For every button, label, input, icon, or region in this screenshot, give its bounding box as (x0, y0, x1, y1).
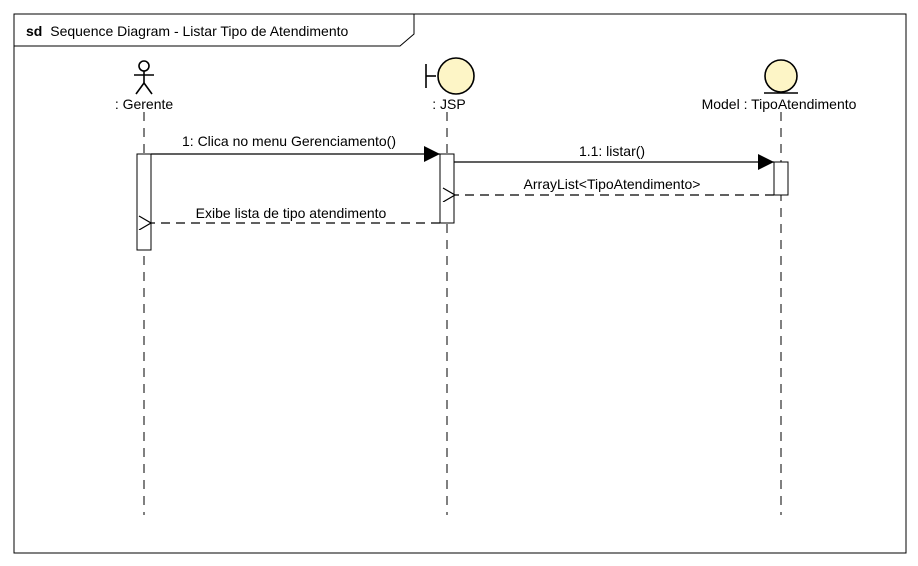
entity-icon (764, 59, 798, 94)
frame-title: sd Sequence Diagram - Listar Tipo de Ate… (26, 23, 349, 39)
message-label-2: 1.1: listar() (579, 143, 645, 159)
message-label-3: ArrayList<TipoAtendimento> (524, 176, 701, 192)
frame-border (13, 13, 907, 554)
message-label-1: 1: Clica no menu Gerenciamento() (182, 133, 396, 149)
activation-model (773, 161, 789, 196)
participant-label-jsp: : JSP (432, 96, 465, 112)
activation-jsp (439, 153, 455, 224)
frame-keyword: sd (26, 23, 42, 39)
boundary-icon (425, 57, 475, 95)
frame-title-text: Sequence Diagram - Listar Tipo de Atendi… (50, 23, 348, 39)
frame-title-tab (13, 13, 415, 47)
participant-label-model: Model : TipoAtendimento (702, 96, 857, 112)
actor-icon (134, 60, 154, 95)
activation-gerente (136, 153, 152, 251)
participant-label-gerente: : Gerente (115, 96, 174, 112)
message-label-4: Exibe lista de tipo atendimento (196, 205, 387, 221)
